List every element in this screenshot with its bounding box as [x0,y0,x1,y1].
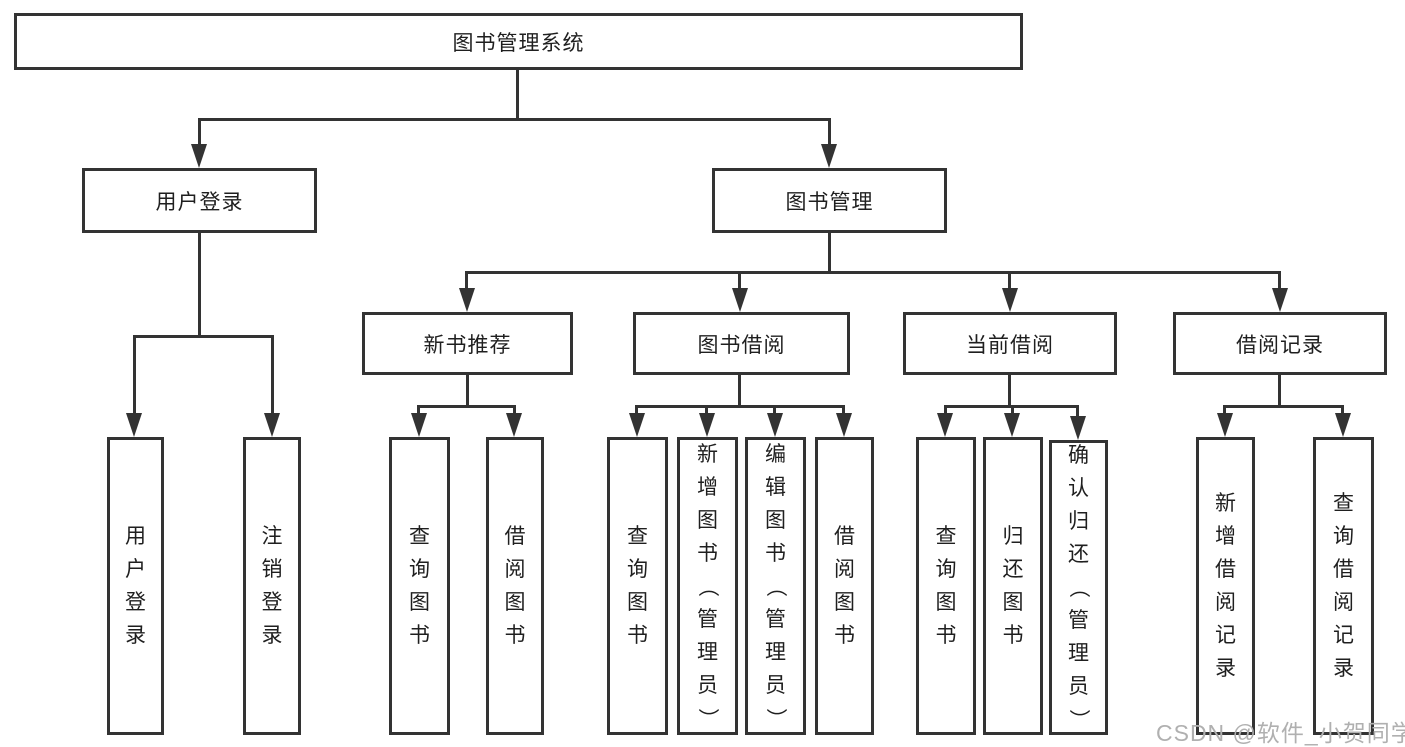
node-bb-borrow-books: 借阅图书 [815,437,874,735]
connector-stem-new-book-recommend [465,271,468,290]
node-cb-query-books-label: 查询图书 [935,525,957,647]
connector-stem-login [133,335,136,415]
connector-stem-user-login [198,118,201,146]
arrowhead-login [126,413,142,437]
arrowhead-bb-edit [767,413,783,437]
connector-stem-br-query [1341,405,1344,415]
arrowhead-br-query [1335,413,1351,437]
connector-borrowing-records-hbar [1223,405,1344,408]
connector-stem-bb-query [635,405,638,415]
node-borrowing-records-label: 借阅记录 [1236,333,1324,357]
connector-book-management-hbar [465,271,1281,274]
node-nr-borrow-books-label: 借阅图书 [504,525,526,647]
connector-user-login-stem [198,233,201,335]
node-nr-borrow-books: 借阅图书 [486,437,544,735]
connector-stem-bb-edit [773,405,776,415]
node-login: 用户登录 [107,437,164,735]
arrowhead-borrowing-records [1272,288,1288,312]
arrowhead-current-borrowing [1002,288,1018,312]
node-bb-borrow-books-label: 借阅图书 [834,525,855,647]
connector-stem-cb-confirm [1076,405,1079,417]
csdn-watermark: CSDN @软件_小贺同学 [1156,720,1405,746]
node-user-login-label: 用户登录 [155,190,244,214]
arrowhead-br-add [1217,413,1233,437]
connector-stem-book-borrowing [738,271,741,290]
connector-new-book-recommend-hbar [417,405,516,408]
node-bb-add-books-admin: 新增图书（管理员） [677,437,738,735]
connector-stem-logout [271,335,274,415]
node-bb-edit-books-admin: 编辑图书（管理员） [745,437,806,735]
node-root-label: 图书管理系统 [452,31,585,55]
connector-new-book-recommend-stem [466,375,469,405]
node-book-borrowing: 图书借阅 [633,312,850,375]
node-br-query-record-label: 查询借阅记录 [1333,492,1354,680]
node-cb-query-books: 查询图书 [916,437,976,735]
node-login-label: 用户登录 [125,525,146,647]
node-cb-confirm-return-admin-label: 确认归还（管理员） [1067,444,1090,730]
node-cb-return-books-label: 归还图书 [1002,525,1024,647]
arrowhead-cb-query [937,413,953,437]
node-new-book-recommend-label: 新书推荐 [423,333,512,357]
node-user-login: 用户登录 [82,168,317,233]
node-root: 图书管理系统 [14,13,1023,70]
node-book-borrowing-label: 图书借阅 [697,333,786,357]
connector-stem-nr-query [417,405,420,415]
connector-current-borrowing-stem [1008,375,1011,405]
connector-stem-bb-add [705,405,708,415]
connector-stem-cb-return [1011,405,1014,415]
arrowhead-nr-query [411,413,427,437]
node-br-query-record: 查询借阅记录 [1313,437,1374,735]
arrowhead-user-login [191,144,207,168]
arrowhead-book-borrowing [732,288,748,312]
node-nr-query-books: 查询图书 [389,437,450,735]
connector-book-borrowing-stem [738,375,741,405]
node-logout-label: 注销登录 [261,525,283,647]
node-nr-query-books-label: 查询图书 [409,525,430,647]
connector-book-borrowing-hbar [635,405,845,408]
connector-stem-borrowing-records [1278,271,1281,290]
node-cb-confirm-return-admin: 确认归还（管理员） [1049,440,1108,735]
arrowhead-cb-confirm [1070,416,1086,440]
node-new-book-recommend: 新书推荐 [362,312,573,375]
connector-stem-book-management [828,118,831,146]
arrowhead-cb-return [1004,413,1020,437]
arrowhead-bb-borrow [836,413,852,437]
connector-stem-cb-query [944,405,947,415]
connector-stem-current-borrowing [1008,271,1011,290]
node-current-borrowing-label: 当前借阅 [966,333,1054,357]
node-borrowing-records: 借阅记录 [1173,312,1387,375]
connector-stem-nr-borrow [513,405,516,415]
arrowhead-bb-query [629,413,645,437]
node-bb-edit-books-admin-label: 编辑图书（管理员） [764,442,787,729]
connector-root-stem [516,70,519,120]
node-bb-query-books-label: 查询图书 [627,525,648,647]
node-br-add-record-label: 新增借阅记录 [1215,492,1236,680]
connector-user-login-hbar [133,335,274,338]
node-bb-add-books-admin-label: 新增图书（管理员） [696,442,719,729]
connector-root-hbar [198,118,831,121]
connector-book-management-stem [828,233,831,273]
node-book-management: 图书管理 [712,168,947,233]
node-book-management-label: 图书管理 [785,190,874,214]
arrowhead-new-book-recommend [459,288,475,312]
connector-stem-bb-borrow [842,405,845,415]
node-bb-query-books: 查询图书 [607,437,668,735]
connector-borrowing-records-stem [1278,375,1281,405]
node-cb-return-books: 归还图书 [983,437,1043,735]
arrowhead-nr-borrow [506,413,522,437]
arrowhead-logout [264,413,280,437]
arrowhead-book-management [821,144,837,168]
arrowhead-bb-add [699,413,715,437]
node-br-add-record: 新增借阅记录 [1196,437,1255,735]
node-current-borrowing: 当前借阅 [903,312,1117,375]
node-logout: 注销登录 [243,437,301,735]
connector-stem-br-add [1223,405,1226,415]
